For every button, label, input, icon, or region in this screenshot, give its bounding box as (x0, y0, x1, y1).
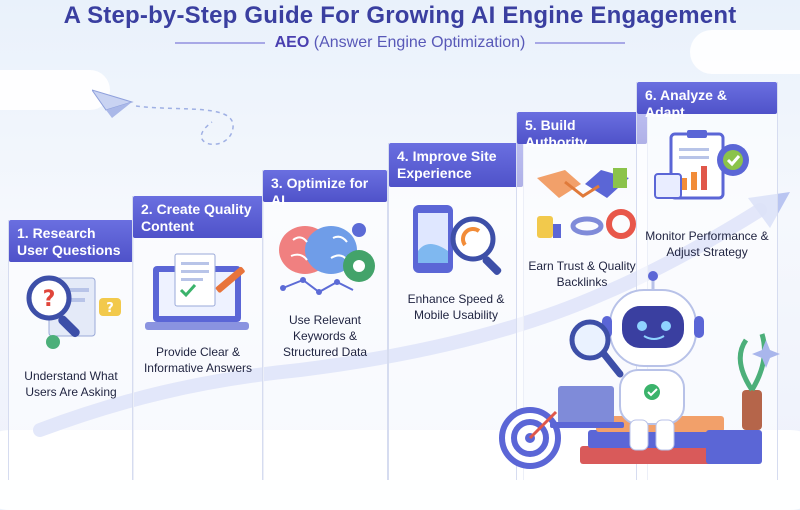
step-header: 5. Build Authority (517, 112, 647, 150)
step-header: 3. Optimize for AI (263, 170, 387, 208)
step-card: 3. Optimize for AI Use Relevant Keywords… (262, 170, 388, 480)
svg-text:?: ? (106, 301, 114, 316)
divider (174, 42, 265, 44)
step-description: Earn Trust & Quality Backlinks (528, 259, 636, 289)
step-description: Monitor Performance & Adjust Strategy (645, 229, 769, 259)
page-subtitle: AEO (Answer Engine Optimization) (275, 34, 526, 52)
step-description: Provide Clear & Informative Answers (143, 345, 253, 375)
step-card: 4. Improve Site Experience Enhance Speed… (388, 143, 524, 480)
step-description: Enhance Speed & Mobile Usability (407, 292, 505, 322)
page-title: A Step-by-Step Guide For Growing AI Engi… (63, 2, 737, 29)
step-header: 2. Create Quality Content (133, 196, 263, 238)
brain-gear-icon (273, 210, 383, 310)
svg-text:?: ? (43, 287, 56, 312)
cloud-decoration (690, 30, 800, 74)
paper-plane-icon (92, 82, 272, 162)
subtitle-acronym: AEO (274, 34, 310, 51)
subtitle-row: AEO (Answer Engine Optimization) (0, 34, 800, 52)
clipboard-chart-icon (651, 128, 761, 218)
step-card: 1. Research User Questions ? ? Understan… (8, 220, 134, 480)
step-card: 2. Create Quality Content Provide Clear … (132, 196, 264, 480)
handshake-link-icon (529, 160, 639, 250)
magnifier-question-icon: ? ? (19, 272, 129, 352)
subtitle-expansion: (Answer Engine Optimization) (313, 34, 526, 51)
step-description: Use Relevant Keywords & Structured Data (282, 313, 368, 359)
step-description: Understand What Users Are Asking (24, 369, 118, 399)
step-header: 6. Analyze & Adapt (637, 82, 777, 120)
laptop-document-icon (145, 248, 255, 338)
robot-illustration (480, 270, 800, 480)
divider (535, 42, 626, 44)
step-header: 1. Research User Questions (9, 220, 133, 262)
phone-magnifier-icon (403, 201, 513, 291)
step-header: 4. Improve Site Experience (389, 143, 523, 187)
